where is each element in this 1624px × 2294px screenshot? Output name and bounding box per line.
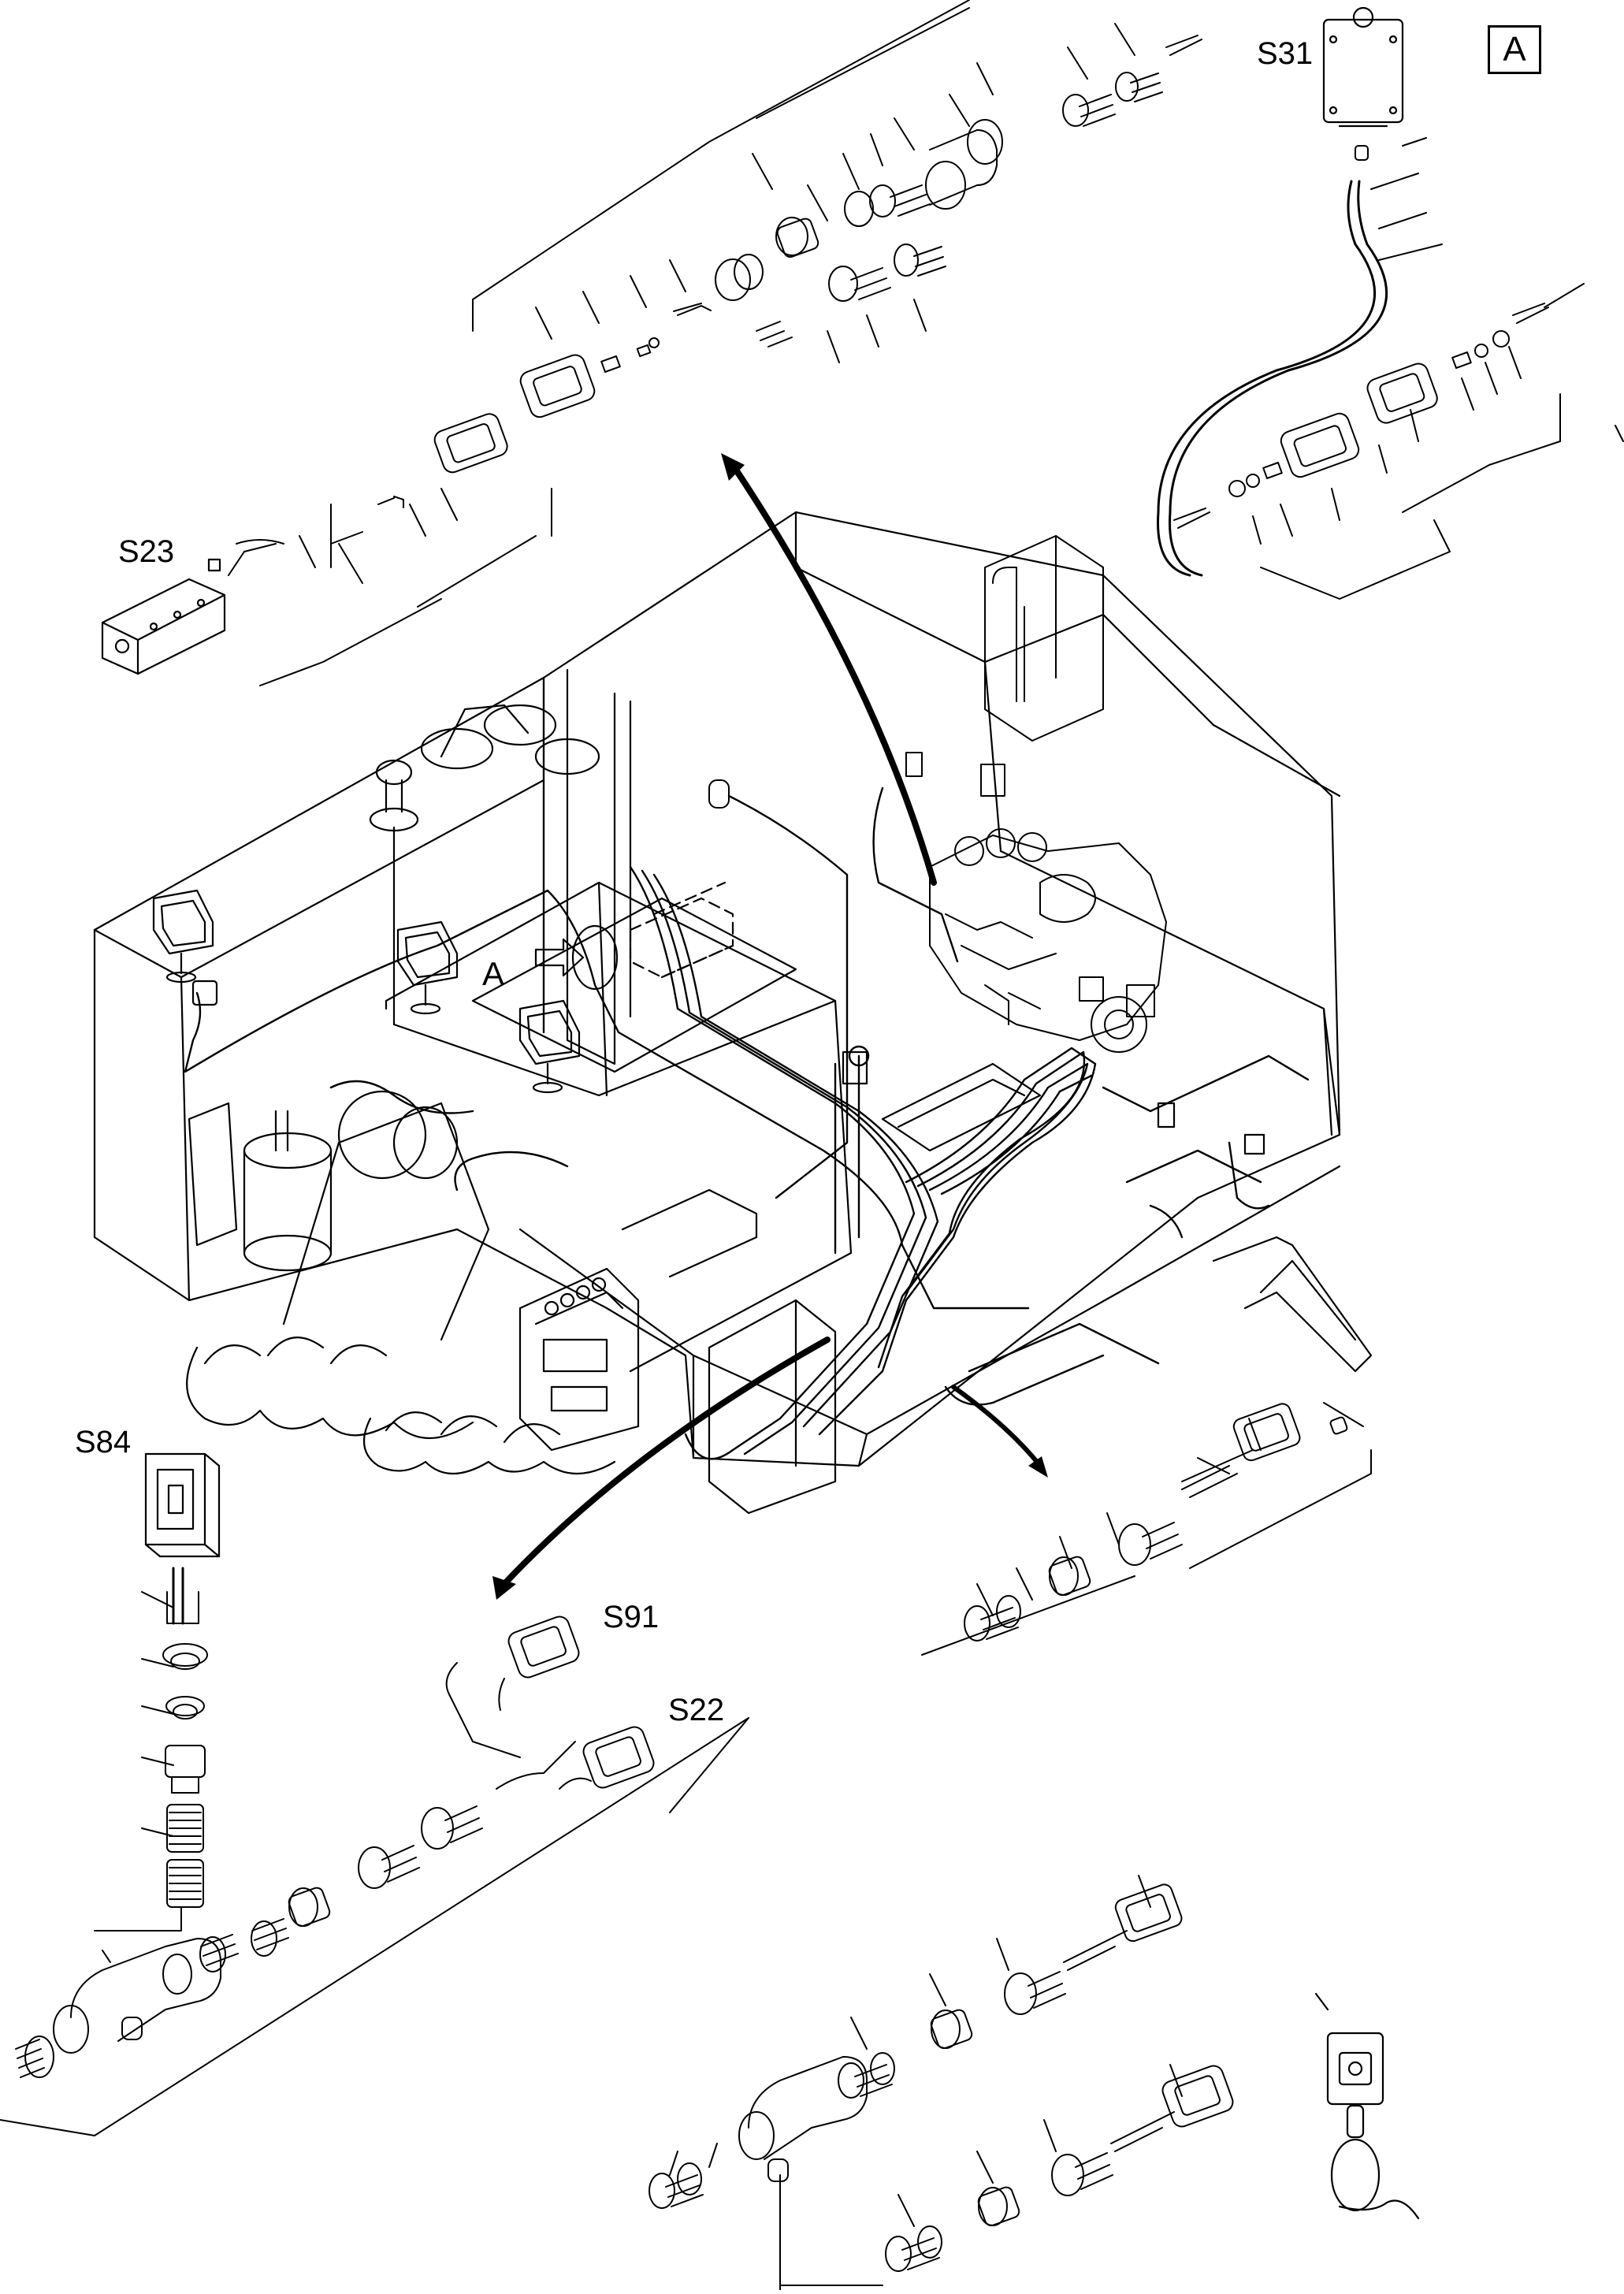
connector-plug-top [432,352,596,475]
connector-s22 [581,1724,656,1790]
view-a-arrow-label: A [482,955,505,992]
switch-box-s31 [1324,8,1403,126]
bottom-right-exploded-view [649,1876,1418,2290]
switch-s84 [146,1454,219,1556]
work-lights [154,890,1264,1154]
engine-assembly [709,536,1166,1052]
view-a-box-label: A [1488,25,1541,74]
left-lower-exploded-view [0,1454,749,2136]
work-light-front [520,1001,579,1092]
view-a-arrow [536,883,733,989]
right-middle-exploded-view [922,1402,1371,1655]
threaded-fittings-top [715,35,1202,301]
key-switch [1316,1994,1418,2218]
work-light-left [154,890,213,982]
callout-s23: S23 [118,534,175,569]
connector-s91 [506,1614,582,1680]
top-right-exploded-view [1158,8,1624,599]
work-light-mid [398,922,457,1013]
callout-s31: S31 [1257,36,1314,71]
callout-s84: S84 [75,1425,132,1459]
callout-s91: S91 [603,1600,660,1634]
main-harness [185,788,1308,1459]
detail-arrows [492,453,1048,1600]
switch-box-s23 [102,560,225,674]
machine-body [95,512,1371,1513]
top-exploded-view [102,0,1202,686]
callout-s22: S22 [668,1693,725,1727]
